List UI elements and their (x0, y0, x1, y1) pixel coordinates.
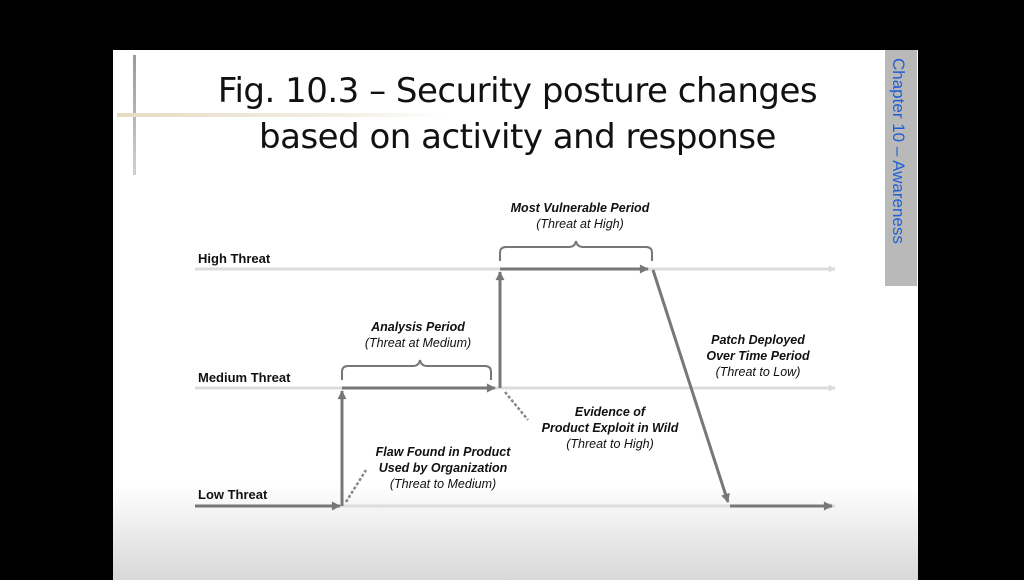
flaw-sub: (Threat to Medium) (390, 477, 496, 491)
evidence-line-1: Evidence of (575, 405, 647, 419)
title-line-1: Fig. 10.3 – Security posture changes (217, 71, 818, 111)
flaw-callout-line (344, 469, 368, 503)
title-line-2: based on activity and response (259, 117, 776, 157)
patch-sub: (Threat to Low) (716, 365, 801, 379)
most-vulnerable-title: Most Vulnerable Period (511, 201, 650, 215)
most-vulnerable-sub: (Threat at High) (536, 217, 624, 231)
chapter-side-tab: Chapter 10 – Awareness (885, 50, 917, 286)
high-threat-label: High Threat (198, 251, 271, 266)
medium-threat-label: Medium Threat (198, 370, 291, 385)
flaw-line-2: Used by Organization (379, 461, 508, 475)
low-threat-label: Low Threat (198, 487, 268, 502)
vulnerable-period-brace (499, 240, 653, 261)
evidence-line-2: Product Exploit in Wild (542, 421, 679, 435)
flaw-line-1: Flaw Found in Product (376, 445, 512, 459)
analysis-period-brace (341, 359, 492, 380)
analysis-period-sub: (Threat at Medium) (365, 336, 471, 350)
slide-title: Fig. 10.3 – Security posture changes bas… (150, 68, 885, 160)
decorative-horizontal-bar (117, 113, 447, 117)
patch-line-2: Over Time Period (706, 349, 810, 363)
evidence-callout-line (504, 391, 529, 421)
evidence-sub: (Threat to High) (566, 437, 654, 451)
patch-line-1: Patch Deployed (711, 333, 805, 347)
slide (113, 50, 918, 580)
analysis-period-title: Analysis Period (370, 320, 465, 334)
path-patch-decline (651, 269, 730, 503)
